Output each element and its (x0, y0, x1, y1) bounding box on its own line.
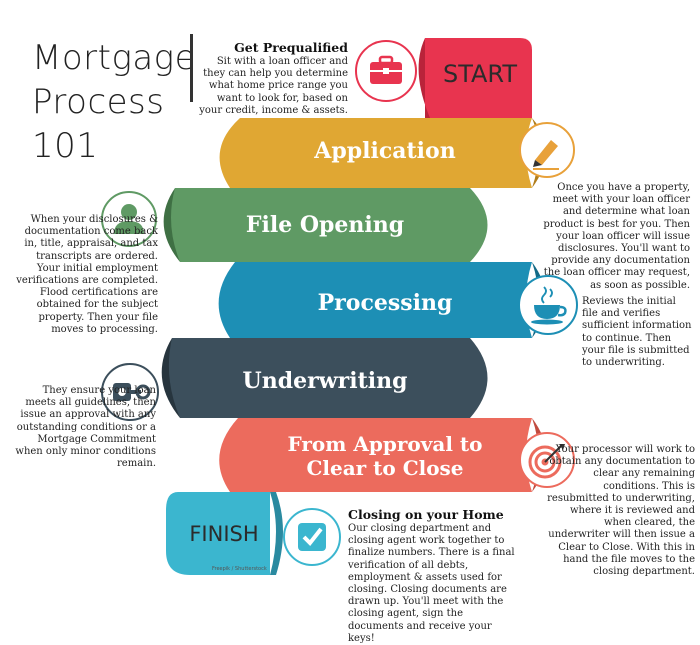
target-icon (519, 432, 575, 488)
finish-label: FINISH (189, 522, 259, 546)
band-application (219, 118, 533, 188)
page-title: Mortgage Process 101 (32, 36, 196, 168)
note-file-opening: When your disclosures & documentation co… (16, 214, 158, 335)
prequal-block: Get Prequalified Sit with a loan officer… (198, 40, 348, 117)
stage-approval-line-1: From Approval to (287, 432, 483, 456)
band-underwriting (166, 338, 488, 418)
title-line-3: 101 (32, 126, 99, 166)
stage-underwriting-label: Underwriting (242, 368, 408, 394)
process-ribbon (161, 38, 546, 575)
finish-tab (166, 492, 270, 575)
coffee-cup-icon (518, 275, 578, 335)
prequal-heading: Get Prequalified (234, 40, 348, 55)
closing-block: Closing on your Home Our closing departm… (348, 507, 520, 645)
stage-approval-label: From Approval to Clear to Close (240, 432, 530, 480)
note-application: Once you have a property, meet with your… (543, 182, 690, 291)
start-tab (425, 38, 532, 118)
start-label: START (442, 60, 518, 88)
band-approval (219, 418, 533, 492)
stage-file-opening-label: File Opening (245, 212, 405, 238)
closing-heading: Closing on your Home (348, 507, 504, 522)
briefcase-icon (355, 40, 417, 102)
key-icon (101, 363, 159, 421)
prequal-text: Sit with a loan officer and they can hel… (199, 56, 348, 116)
band-file-opening (168, 188, 488, 262)
title-divider (190, 34, 193, 102)
title-line-2: Process (32, 82, 165, 122)
image-credit: Freepik / Shutterstock (212, 566, 267, 572)
checkbox-icon (283, 508, 341, 566)
person-icon (101, 191, 157, 247)
stage-processing-label: Processing (317, 290, 453, 316)
note-processing: Reviews the initial file and verifies su… (582, 296, 692, 369)
note-approval: Your processor will work to obtain any d… (547, 444, 695, 578)
note-underwriting: They ensure your loan meets all guidelin… (15, 385, 156, 470)
band-processing (218, 262, 533, 338)
stage-approval-line-2: Clear to Close (306, 456, 464, 480)
pencil-icon (519, 122, 575, 178)
closing-text: Our closing department and closing agent… (348, 523, 515, 644)
title-line-1: Mortgage (32, 38, 197, 78)
stage-application-label: Application (314, 138, 456, 164)
